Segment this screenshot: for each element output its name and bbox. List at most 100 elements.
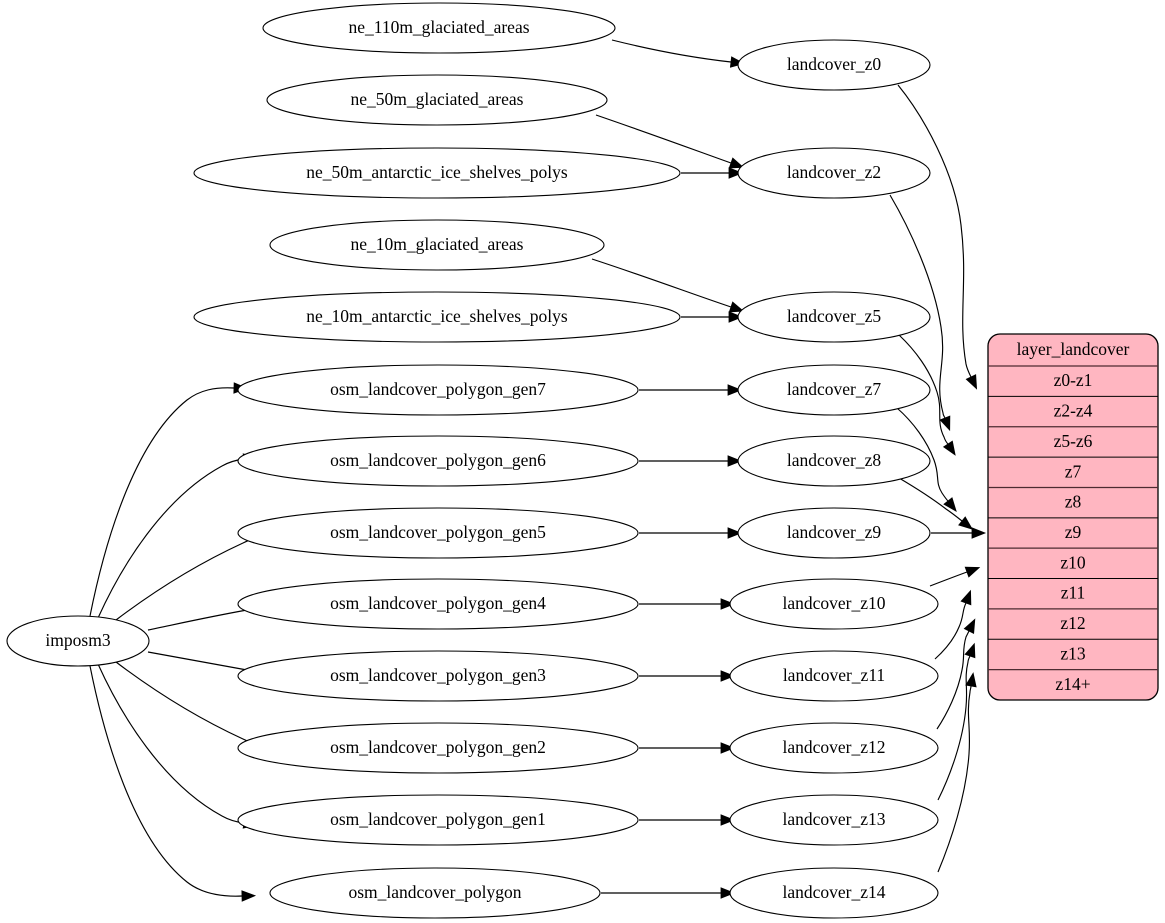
node-landcover_z8[interactable]: landcover_z8 (737, 435, 931, 487)
edge-osm_landcover_polygon_gen6-to-landcover_z8 (639, 455, 743, 467)
node-shape (737, 147, 931, 199)
edge-line (97, 663, 245, 824)
node-osm_landcover_polygon_gen6[interactable]: osm_landcover_polygon_gen6 (237, 435, 639, 487)
edge-osm_landcover_polygon_gen7-to-landcover_z7 (639, 384, 743, 396)
edge-arrowhead (965, 374, 978, 390)
edge-imposm3-to-osm_landcover_polygon (89, 665, 257, 902)
edge-line (937, 685, 972, 873)
table-row-row-z14[interactable]: z14+ (988, 670, 1158, 700)
node-osm_landcover_polygon_gen1[interactable]: osm_landcover_polygon_gen1 (237, 794, 639, 846)
node-landcover_z5[interactable]: landcover_z5 (737, 291, 931, 343)
edge-arrowhead (720, 598, 736, 610)
table-row-row-z10[interactable]: z10 (988, 548, 1158, 578)
table-row-hit[interactable] (988, 670, 1158, 700)
edge-arrowhead (960, 589, 972, 606)
table-row-row-z12[interactable]: z12 (988, 609, 1158, 639)
node-landcover_z9[interactable]: landcover_z9 (737, 507, 931, 559)
node-shape (266, 74, 608, 126)
node-shape (737, 291, 931, 343)
edge-landcover_z7-to-row-z7 (896, 407, 957, 512)
edge-line (595, 114, 732, 164)
node-ne_50m_antarctic_ice_shelves_polys[interactable]: ne_50m_antarctic_ice_shelves_polys (193, 147, 681, 199)
nodes-layer: imposm3 ne_110m_glaciated_areas ne_50m_gla… (6, 2, 939, 919)
table-row-hit[interactable] (988, 366, 1158, 396)
edge-line (898, 334, 949, 445)
edge-arrowhead (241, 890, 257, 902)
node-landcover_z14[interactable]: landcover_z14 (729, 867, 939, 919)
edge-arrowhead (965, 672, 977, 688)
edge-line (934, 602, 967, 660)
edge-arrowhead (720, 887, 736, 899)
table-row-hit[interactable] (988, 518, 1158, 548)
node-landcover_z10[interactable]: landcover_z10 (729, 578, 939, 630)
edge-landcover_z13-to-row-z13 (937, 642, 976, 801)
edge-arrowhead (958, 516, 974, 530)
table-row-hit[interactable] (988, 457, 1158, 487)
node-osm_landcover_polygon_gen2[interactable]: osm_landcover_polygon_gen2 (237, 722, 639, 774)
edge-arrowhead (964, 566, 981, 578)
node-shape (193, 147, 681, 199)
node-shape (237, 578, 639, 630)
node-shape (237, 722, 639, 774)
table-row-row-z9[interactable]: z9 (988, 518, 1158, 548)
node-osm_landcover_polygon_gen4[interactable]: osm_landcover_polygon_gen4 (237, 578, 639, 630)
edge-landcover_z10-to-row-z10 (929, 566, 981, 587)
edge-arrowhead (729, 56, 745, 68)
table-row-hit[interactable] (988, 487, 1158, 517)
edge-line (97, 458, 245, 619)
node-shape (729, 867, 939, 919)
node-shape (237, 650, 639, 702)
node-landcover_z11[interactable]: landcover_z11 (729, 650, 939, 702)
table-row-row-z11[interactable]: z11 (988, 579, 1158, 609)
edge-ne_50m_antarctic_ice_shelves_polys-to-landcover_z2 (681, 167, 744, 179)
table-row-hit[interactable] (988, 427, 1158, 457)
edge-ne_10m_glaciated_areas-to-landcover_z5 (591, 258, 745, 313)
node-ne_10m_glaciated_areas[interactable]: ne_10m_glaciated_areas (269, 219, 605, 271)
node-ne_110m_glaciated_areas[interactable]: ne_110m_glaciated_areas (262, 2, 616, 54)
edge-arrowhead (939, 415, 951, 432)
edge-arrowhead (728, 301, 745, 313)
edge-line (611, 39, 732, 63)
node-ne_50m_glaciated_areas[interactable]: ne_50m_glaciated_areas (266, 74, 608, 126)
node-osm_landcover_polygon[interactable]: osm_landcover_polygon (269, 867, 601, 919)
table-row-row-z5-z6[interactable]: z5-z6 (988, 427, 1158, 457)
node-shape (237, 364, 639, 416)
edge-arrowhead (720, 814, 736, 826)
table-row-hit[interactable] (988, 396, 1158, 426)
node-landcover_z2[interactable]: landcover_z2 (737, 147, 931, 199)
table-row-row-z8[interactable]: z8 (988, 487, 1158, 517)
node-landcover_z7[interactable]: landcover_z7 (737, 364, 931, 416)
table-row-row-z2-z4[interactable]: z2-z4 (988, 396, 1158, 426)
node-osm_landcover_polygon_gen3[interactable]: osm_landcover_polygon_gen3 (237, 650, 639, 702)
node-osm_landcover_polygon_gen7[interactable]: osm_landcover_polygon_gen7 (237, 364, 639, 416)
node-shape (737, 507, 931, 559)
table-row-hit[interactable] (988, 609, 1158, 639)
table-row-row-z13[interactable]: z13 (988, 639, 1158, 669)
table-row-hit[interactable] (988, 579, 1158, 609)
edge-osm_landcover_polygon_gen5-to-landcover_z9 (639, 527, 743, 539)
edge-osm_landcover_polygon_gen4-to-landcover_z10 (639, 598, 736, 610)
table-row-hit[interactable] (988, 548, 1158, 578)
edge-imposm3-to-osm_landcover_polygon_gen6 (97, 453, 258, 619)
edge-arrowhead (727, 527, 743, 539)
layer-landcover-table[interactable]: layer_landcoverz0-z1z2-z4z5-z6z7z8z9z10z… (987, 333, 1159, 701)
edge-imposm3-to-osm_landcover_polygon_gen1 (97, 663, 258, 829)
edge-ne_10m_antarctic_ice_shelves_polys-to-landcover_z5 (681, 311, 744, 323)
table-row-hit[interactable] (988, 639, 1158, 669)
edge-landcover_z2-to-row-z2-z4 (889, 194, 951, 432)
node-osm_landcover_polygon_gen5[interactable]: osm_landcover_polygon_gen5 (237, 507, 639, 559)
node-shape (237, 794, 639, 846)
edge-arrowhead (942, 440, 956, 456)
edge-arrowhead (971, 527, 987, 539)
node-shape (729, 650, 939, 702)
node-imposm3[interactable]: imposm3 (6, 615, 150, 667)
edge-landcover_z5-to-row-z5-z6 (898, 334, 956, 456)
table-row-row-z7[interactable]: z7 (988, 457, 1158, 487)
edge-landcover_z12-to-row-z12 (936, 618, 976, 730)
node-ne_10m_antarctic_ice_shelves_polys[interactable]: ne_10m_antarctic_ice_shelves_polys (193, 291, 681, 343)
table-row-row-z0-z1[interactable]: z0-z1 (988, 366, 1158, 396)
edge-arrowhead (728, 167, 744, 179)
node-landcover_z12[interactable]: landcover_z12 (729, 722, 939, 774)
node-landcover_z0[interactable]: landcover_z0 (737, 39, 931, 91)
node-landcover_z13[interactable]: landcover_z13 (729, 794, 939, 846)
